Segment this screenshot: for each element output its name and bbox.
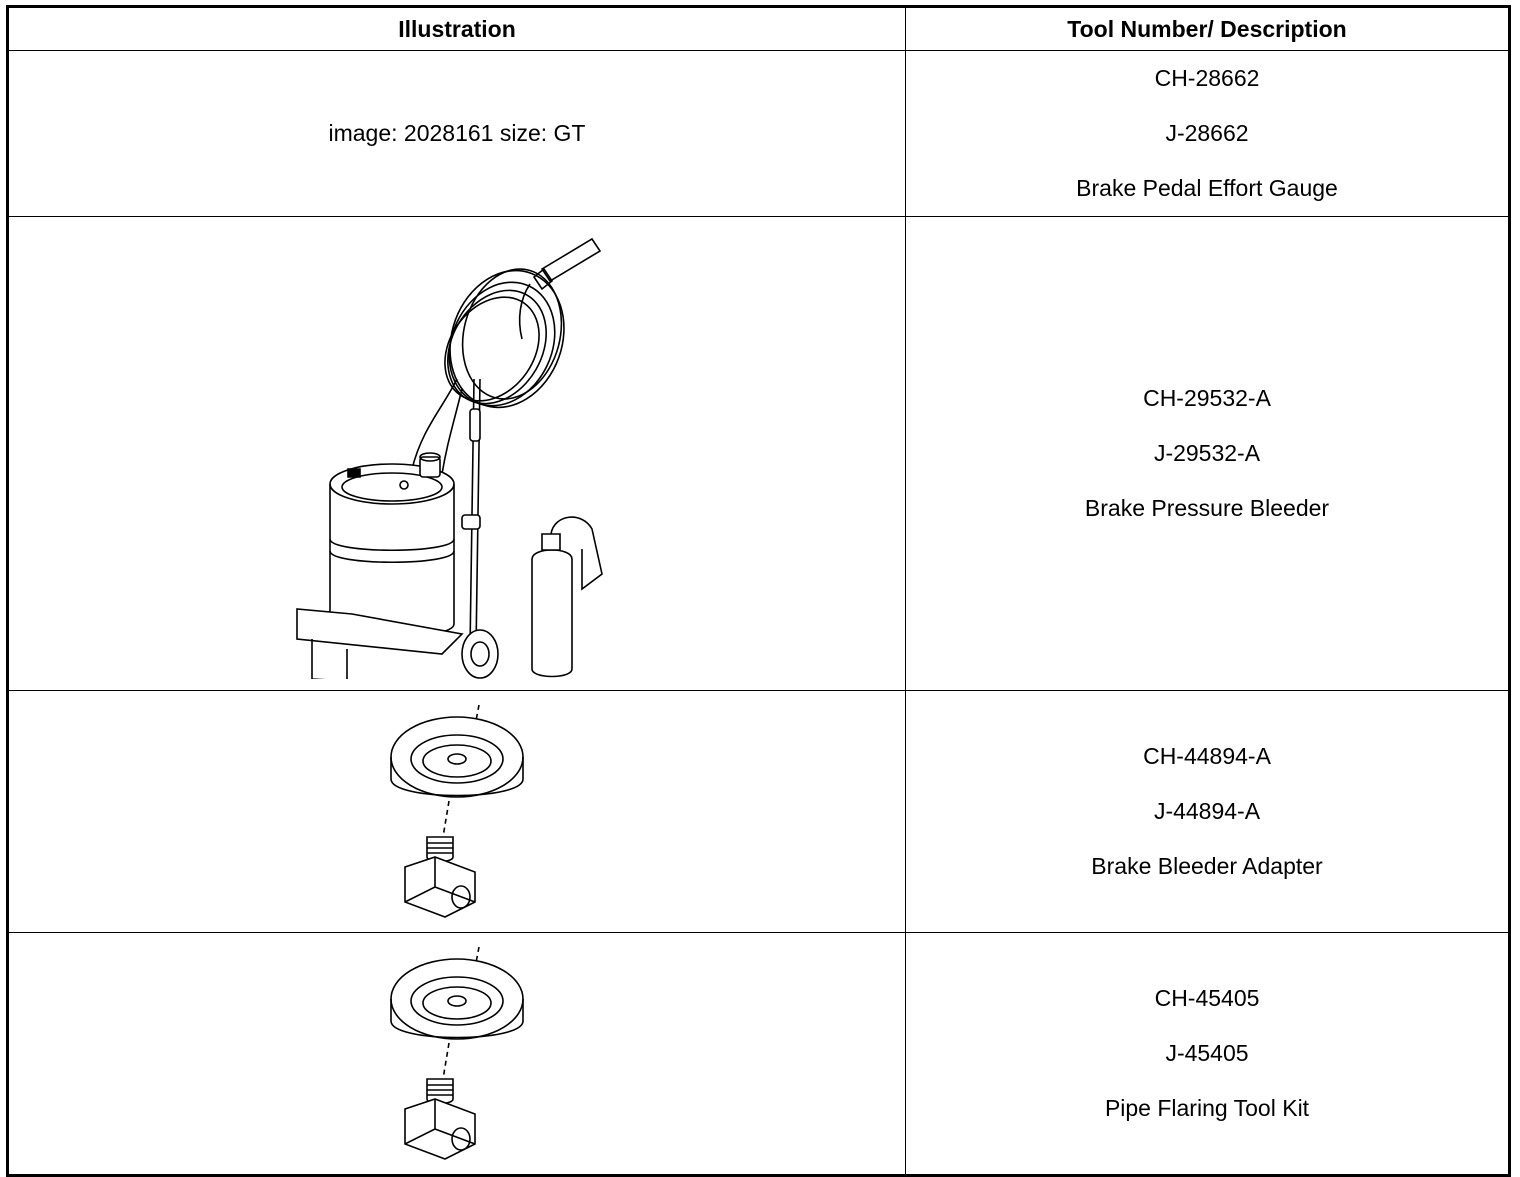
- table-row: CH-44894-A J-44894-A Brake Bleeder Adapt…: [7, 690, 1510, 933]
- header-row: Illustration Tool Number/ Description: [7, 6, 1510, 51]
- image-placeholder-text: image: 2028161 size: GT: [328, 120, 586, 146]
- bleeder-adapter-illustration: [387, 697, 527, 927]
- tool-description: Brake Pressure Bleeder: [1084, 495, 1330, 521]
- header-illustration: Illustration: [7, 6, 906, 51]
- tool-number-j: J-29532-A: [1153, 440, 1261, 466]
- tool-description: Brake Bleeder Adapter: [1091, 853, 1323, 879]
- header-tool-description: Tool Number/ Description: [905, 6, 1510, 51]
- tool-number-ch: CH-28662: [1154, 65, 1260, 91]
- table-row: CH-29532-A J-29532-A Brake Pressure Blee…: [7, 216, 1510, 691]
- tool-cell: CH-44894-A J-44894-A Brake Bleeder Adapt…: [905, 690, 1510, 933]
- tool-number-ch: CH-29532-A: [1143, 385, 1271, 411]
- tool-number-ch: CH-45405: [1154, 985, 1260, 1011]
- tool-number-j: J-28662: [1165, 120, 1249, 146]
- illustration-cell: image: 2028161 size: GT: [7, 50, 906, 217]
- brake-pressure-bleeder-illustration: [292, 229, 622, 679]
- tool-description: Pipe Flaring Tool Kit: [1104, 1095, 1310, 1121]
- tool-number-ch: CH-44894-A: [1143, 743, 1271, 769]
- tool-cell: CH-28662 J-28662 Brake Pedal Effort Gaug…: [905, 50, 1510, 217]
- tool-number-j: J-45405: [1165, 1040, 1249, 1066]
- tool-cell: CH-45405 J-45405 Pipe Flaring Tool Kit: [905, 932, 1510, 1176]
- tool-description: Brake Pedal Effort Gauge: [1076, 175, 1338, 201]
- tool-cell: CH-29532-A J-29532-A Brake Pressure Blee…: [905, 216, 1510, 691]
- illustration-cell: [7, 690, 906, 933]
- illustration-cell: [7, 932, 906, 1176]
- tool-number-j: J-44894-A: [1153, 798, 1261, 824]
- table-row: image: 2028161 size: GT CH-28662 J-28662…: [7, 50, 1510, 217]
- illustration-cell: [7, 216, 906, 691]
- flaring-tool-illustration: [387, 939, 527, 1169]
- tools-table: Illustration Tool Number/ Description im…: [6, 5, 1511, 1177]
- table-row: CH-45405 J-45405 Pipe Flaring Tool Kit: [7, 932, 1510, 1176]
